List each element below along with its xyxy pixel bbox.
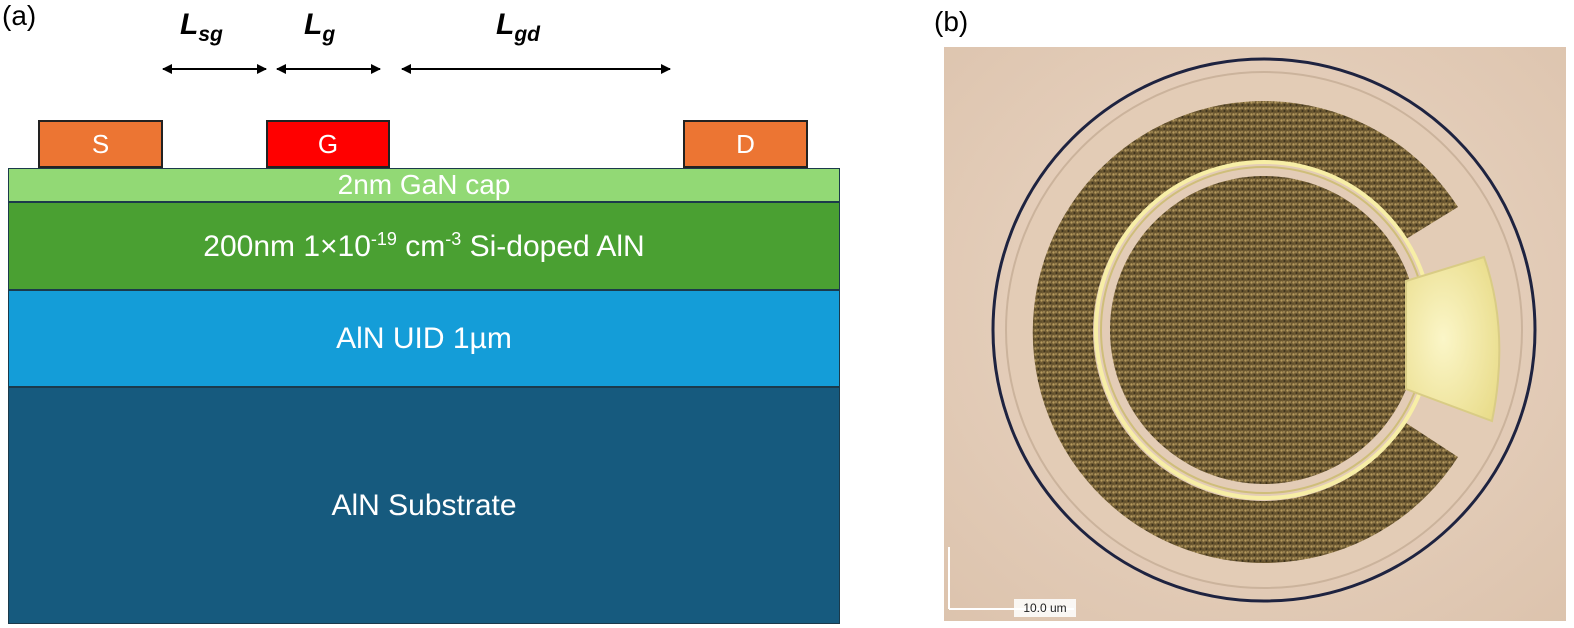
contact-pad	[1405, 255, 1501, 423]
scale-bar-label-bg	[1014, 599, 1076, 617]
gan-cap-layer: 2nm GaN cap	[8, 168, 840, 202]
lsg-label: Lsg	[180, 8, 223, 46]
aln-uid-label: AlN UID 1µm	[336, 321, 512, 355]
drain-label: D	[736, 128, 755, 159]
device-micrograph: 10.0 um	[944, 47, 1566, 621]
doped-aln-layer: 200nm 1×10-19 cm-3 Si-doped AlN	[8, 202, 840, 290]
source-label: S	[91, 128, 110, 159]
lgd-label: Lgd	[496, 8, 540, 46]
gate-label: G	[317, 128, 339, 159]
lg-label: Lg	[304, 8, 336, 46]
outer-electrode	[1032, 101, 1458, 563]
panel-a-label: (a)	[2, 0, 37, 31]
scale-bar-label: 10.0 um	[1023, 601, 1066, 615]
aln-uid-layer: AlN UID 1µm	[8, 290, 840, 387]
gate-contact: G	[266, 120, 390, 168]
doped-aln-label: 200nm 1×10-19 cm-3 Si-doped AlN	[203, 228, 645, 263]
inner-electrode	[1110, 176, 1418, 484]
aln-substrate-layer: AlN Substrate	[8, 387, 840, 624]
gan-cap-label: 2nm GaN cap	[337, 169, 511, 200]
source-contact: S	[38, 120, 163, 168]
aln-substrate-label: AlN Substrate	[331, 488, 517, 522]
drain-contact: D	[683, 120, 808, 168]
outer-ring	[991, 57, 1537, 603]
dimension-arrows	[162, 64, 671, 74]
panel-b-label: (b)	[934, 6, 969, 37]
